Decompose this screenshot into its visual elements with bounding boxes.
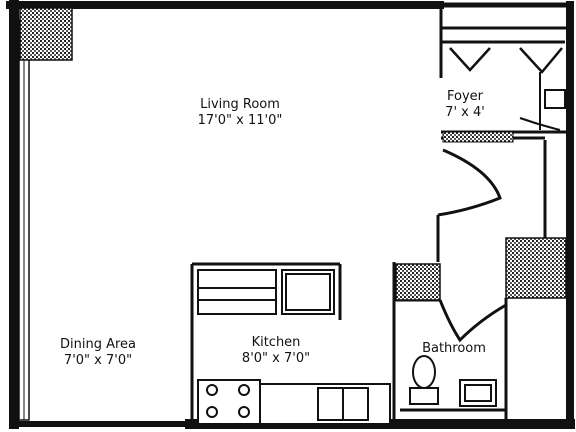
kitchen-walls xyxy=(190,262,342,424)
bathroom-fixtures xyxy=(409,355,497,407)
column-bath xyxy=(395,263,441,301)
kitchen-name: Kitchen xyxy=(252,335,301,350)
left-window xyxy=(18,19,30,421)
dining-area-label: Dining Area 7'0" x 7'0" xyxy=(60,337,136,368)
dining-area-dims: 7'0" x 7'0" xyxy=(64,353,132,368)
kitchen-counter-bottom xyxy=(197,379,391,425)
hall-walls xyxy=(436,140,547,262)
foyer-label: Foyer 7' x 4' xyxy=(445,89,485,120)
bathroom-name: Bathroom xyxy=(422,341,486,356)
toilet-tank xyxy=(409,387,439,405)
column-right xyxy=(505,237,567,299)
column-top-left xyxy=(19,7,73,61)
closet-doors xyxy=(449,47,563,74)
bathroom-walls xyxy=(392,262,508,424)
living-room-dims: 17'0" x 11'0" xyxy=(198,113,283,128)
dining-area-name: Dining Area xyxy=(60,337,136,352)
kitchen-dims: 8'0" x 7'0" xyxy=(242,351,310,366)
foyer-dims: 7' x 4' xyxy=(445,105,485,120)
entry-door xyxy=(519,72,566,131)
kitchen-label: Kitchen 8'0" x 7'0" xyxy=(242,335,310,366)
toilet xyxy=(412,355,436,389)
living-room-label: Living Room 17'0" x 11'0" xyxy=(198,97,283,128)
kitchen-counter-top xyxy=(197,269,335,315)
foyer-name: Foyer xyxy=(447,89,484,104)
bathroom-label: Bathroom xyxy=(422,341,486,356)
foyer-threshold xyxy=(442,131,514,143)
living-room-name: Living Room xyxy=(200,97,280,112)
